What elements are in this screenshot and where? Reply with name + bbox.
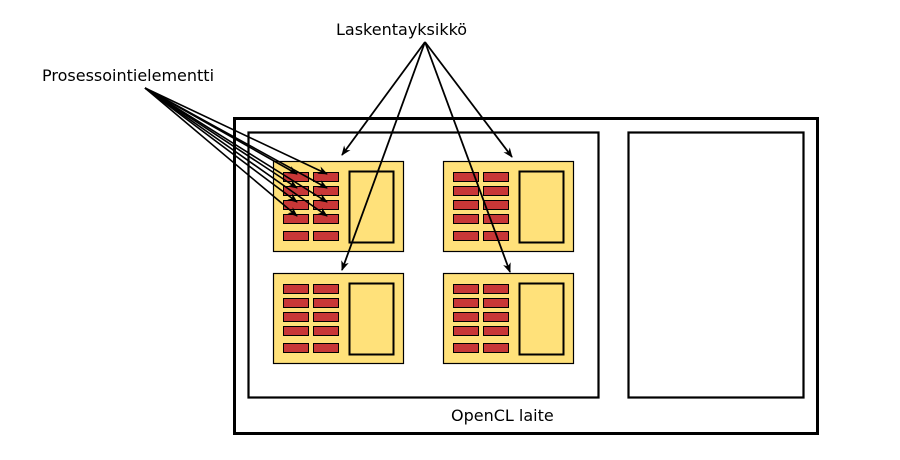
processing-element-arrow xyxy=(144,87,328,217)
label-compute-unit: Laskentayksikkö xyxy=(336,20,467,39)
processing-element xyxy=(483,312,509,322)
local-memory-box xyxy=(518,170,565,244)
processing-element xyxy=(483,284,509,294)
processing-element xyxy=(453,172,479,182)
compute-unit xyxy=(442,272,575,365)
processing-element-arrow xyxy=(144,87,298,203)
processing-element xyxy=(453,200,479,210)
compute-unit xyxy=(442,160,575,253)
processing-element xyxy=(313,312,339,322)
local-memory-box xyxy=(518,282,565,356)
label-opencl-device: OpenCL laite xyxy=(451,406,554,425)
processing-element xyxy=(483,214,509,224)
processing-element xyxy=(313,231,339,241)
processing-element xyxy=(453,284,479,294)
label-processing-element: Prosessointielementti xyxy=(42,66,214,85)
processing-element xyxy=(313,343,339,353)
processing-element xyxy=(483,343,509,353)
processing-element-arrow xyxy=(144,87,328,203)
processing-element xyxy=(453,326,479,336)
compute-unit-arrow xyxy=(424,41,511,273)
compute-unit xyxy=(272,160,405,253)
processing-element xyxy=(283,298,309,308)
compute-unit-arrow xyxy=(341,41,426,156)
processing-element-arrow xyxy=(144,87,298,217)
processing-element xyxy=(453,186,479,196)
processing-element xyxy=(283,231,309,241)
processing-element-arrow xyxy=(144,87,328,175)
processing-element xyxy=(453,312,479,322)
processing-element xyxy=(453,231,479,241)
processing-element xyxy=(483,298,509,308)
processing-element xyxy=(313,326,339,336)
processing-element xyxy=(483,186,509,196)
processing-element xyxy=(483,172,509,182)
processing-element-arrow xyxy=(144,87,328,189)
processing-element xyxy=(483,326,509,336)
compute-unit-arrow xyxy=(341,41,426,271)
compute-unit xyxy=(272,272,405,365)
processing-element xyxy=(283,284,309,294)
compute-unit-arrow xyxy=(424,41,513,158)
processing-element xyxy=(483,200,509,210)
processing-element xyxy=(453,298,479,308)
processing-element xyxy=(283,343,309,353)
processing-element xyxy=(313,298,339,308)
processing-element xyxy=(453,343,479,353)
processing-element xyxy=(313,284,339,294)
processing-element xyxy=(283,326,309,336)
processing-element xyxy=(453,214,479,224)
processing-element xyxy=(283,312,309,322)
compute-group-box-right xyxy=(627,131,805,399)
local-memory-box xyxy=(348,282,395,356)
